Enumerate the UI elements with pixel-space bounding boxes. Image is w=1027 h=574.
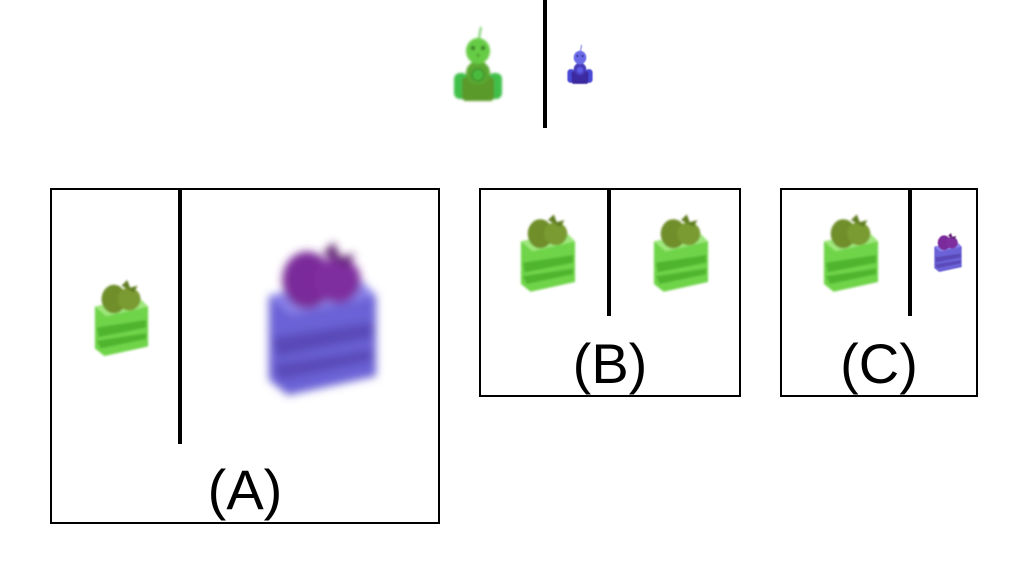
green-bird-car-icon [453, 26, 503, 102]
green-strawberry-cake-icon [653, 214, 709, 292]
purple-strawberry-cake-icon [268, 241, 377, 396]
purple-strawberry-cake-icon [934, 232, 962, 273]
option-a-box[interactable] [50, 188, 440, 524]
reference-divider [543, 0, 547, 128]
green-strawberry-cake-icon [94, 280, 149, 357]
blue-bird-car-icon [567, 44, 593, 85]
option-c-divider [908, 189, 912, 316]
option-a-label: (A) [207, 458, 283, 521]
option-b-divider [607, 189, 611, 316]
option-b-label: (B) [572, 332, 648, 395]
option-a-divider [178, 189, 182, 444]
option-c-box[interactable] [780, 188, 978, 397]
green-strawberry-cake-icon [520, 214, 576, 292]
option-c-label: (C) [840, 332, 918, 395]
green-strawberry-cake-icon [823, 214, 879, 292]
